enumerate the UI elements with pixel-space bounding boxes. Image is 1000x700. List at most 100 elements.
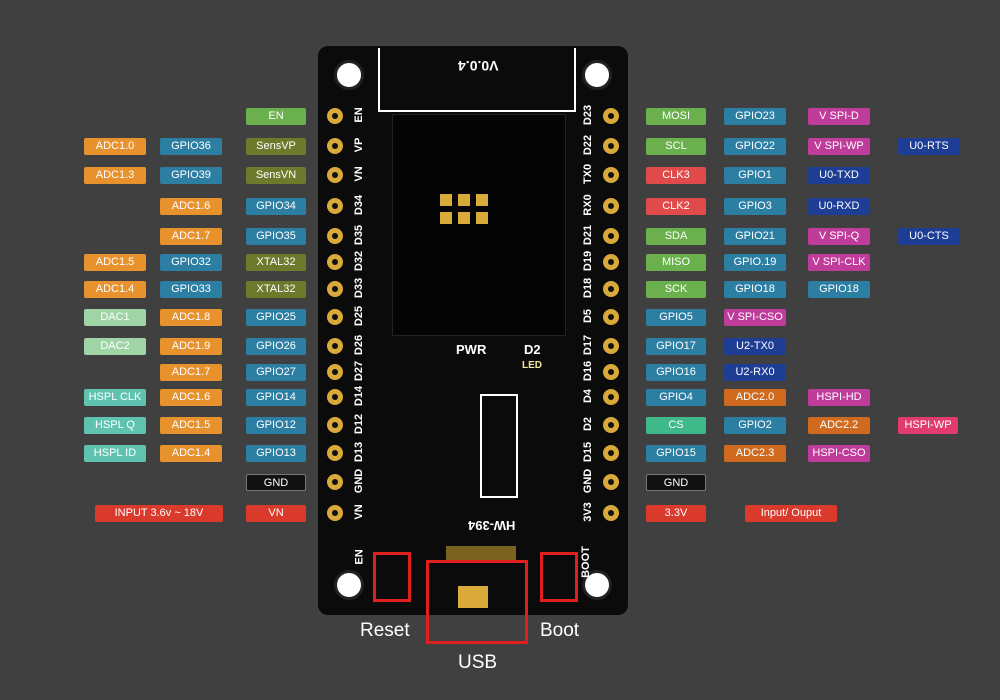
label-gnd-right: GND [646, 474, 706, 491]
label-gpio15: GPIO15 [646, 445, 706, 462]
right-pin-label: TX0 [582, 163, 594, 185]
label-adc2-2: ADC2.2 [808, 417, 870, 434]
led-label: LED [522, 360, 542, 371]
label-adc2-0: ADC2.0 [724, 389, 786, 406]
label-gpio32: GPIO32 [160, 254, 222, 271]
right-header-pin [603, 474, 619, 490]
left-pin-label: VP [353, 137, 365, 153]
label-adc1-4b: ADC1.4 [160, 445, 222, 462]
label-hspl-id: HSPL ID [84, 445, 146, 462]
right-header-pin [603, 309, 619, 325]
label-gpio1: GPIO1 [724, 167, 786, 184]
label-clk3: CLK3 [646, 167, 706, 184]
label-gpio25: GPIO25 [246, 309, 306, 326]
label-input-output: Input/ Ouput [745, 505, 837, 522]
mount-hole-bottom-right [582, 570, 612, 600]
left-header-pin [327, 167, 343, 183]
right-pin-label: D4 [582, 388, 594, 404]
boot-caption: Boot [540, 620, 580, 641]
left-pin-label: VN [353, 504, 365, 520]
en-button-label: EN [353, 549, 366, 565]
left-header-pin [327, 505, 343, 521]
label-sensvn: SensVN [246, 167, 306, 184]
label-hspl-q: HSPL Q [84, 417, 146, 434]
label-miso: MISO [646, 254, 706, 271]
right-header-pin [603, 505, 619, 521]
right-header-pin [603, 417, 619, 433]
right-header-pin [603, 198, 619, 214]
label-mosi: MOSI [646, 108, 706, 125]
right-pin-label: D18 [582, 277, 594, 299]
left-header-pin [327, 389, 343, 405]
left-pin-label: D33 [353, 277, 365, 299]
label-adc1-3: ADC1.3 [84, 167, 146, 184]
right-pin-label: GND [582, 468, 594, 494]
right-header-pin [603, 281, 619, 297]
label-u0-rts: U0-RTS [898, 138, 960, 155]
left-pin-label: D32 [353, 250, 365, 272]
label-gpio33: GPIO33 [160, 281, 222, 298]
right-header-pin [603, 108, 619, 124]
label-vspi-q: V SPI-Q [808, 228, 870, 245]
label-adc1-0: ADC1.0 [84, 138, 146, 155]
label-adc1-5b: ADC1.5 [160, 417, 222, 434]
label-hspi-wp: HSPI-WP [898, 417, 958, 434]
label-xtal32-b: XTAL32 [246, 281, 306, 298]
label-u2-rx0: U2-RX0 [724, 364, 786, 381]
left-header-pin [327, 281, 343, 297]
right-pin-label: RX0 [582, 194, 594, 216]
right-header-pin [603, 338, 619, 354]
label-gpio5: GPIO5 [646, 309, 706, 326]
usb-port[interactable] [426, 560, 528, 644]
right-pin-label: D2 [582, 416, 594, 432]
label-gpio19: GPIO.19 [724, 254, 786, 271]
left-header-pin [327, 254, 343, 270]
left-header-pin [327, 364, 343, 380]
left-header-pin [327, 228, 343, 244]
right-header-pin [603, 364, 619, 380]
right-pin-label: D23 [582, 104, 594, 126]
left-pin-label: D34 [353, 194, 365, 216]
left-header-pin [327, 138, 343, 154]
label-gpio16: GPIO16 [646, 364, 706, 381]
reset-caption: Reset [360, 620, 410, 641]
left-pin-label: D14 [353, 385, 365, 407]
label-gpio12: GPIO12 [246, 417, 306, 434]
label-adc1-9: ADC1.9 [160, 338, 222, 355]
label-adc1-6b: ADC1.6 [160, 389, 222, 406]
reset-button[interactable] [373, 552, 411, 602]
right-header-pin [603, 389, 619, 405]
boot-button[interactable] [540, 552, 578, 602]
left-pin-label: D25 [353, 305, 365, 327]
label-gpio13: GPIO13 [246, 445, 306, 462]
label-gpio39: GPIO39 [160, 167, 222, 184]
label-u0-cts: U0-CTS [898, 228, 960, 245]
version-label: V0.0.4 [458, 58, 499, 74]
label-adc1-7b: ADC1.7 [160, 364, 222, 381]
left-header-pin [327, 474, 343, 490]
label-dac1: DAC1 [84, 309, 146, 326]
serial-chip [480, 394, 518, 498]
label-3v3: 3.3V [646, 505, 706, 522]
label-vspi-wp: V SPI-WP [808, 138, 870, 155]
label-hspi-hd: HSPI-HD [808, 389, 870, 406]
mount-hole-top-left [334, 60, 364, 90]
label-gpio18-b: GPIO18 [808, 281, 870, 298]
right-header-pin [603, 228, 619, 244]
label-gnd-left: GND [246, 474, 306, 491]
left-pin-label: D13 [353, 441, 365, 463]
usb-caption: USB [458, 652, 498, 673]
label-gpio4: GPIO4 [646, 389, 706, 406]
mount-hole-bottom-left [334, 570, 364, 600]
label-gpio17: GPIO17 [646, 338, 706, 355]
label-gpio22: GPIO22 [724, 138, 786, 155]
label-gpio23: GPIO23 [724, 108, 786, 125]
right-pin-label: D22 [582, 134, 594, 156]
label-xtal32-a: XTAL32 [246, 254, 306, 271]
label-gpio2: GPIO2 [724, 417, 786, 434]
left-header-pin [327, 198, 343, 214]
left-pin-label: D12 [353, 413, 365, 435]
d2-label: D2 [524, 342, 541, 357]
right-pin-label: D15 [582, 441, 594, 463]
